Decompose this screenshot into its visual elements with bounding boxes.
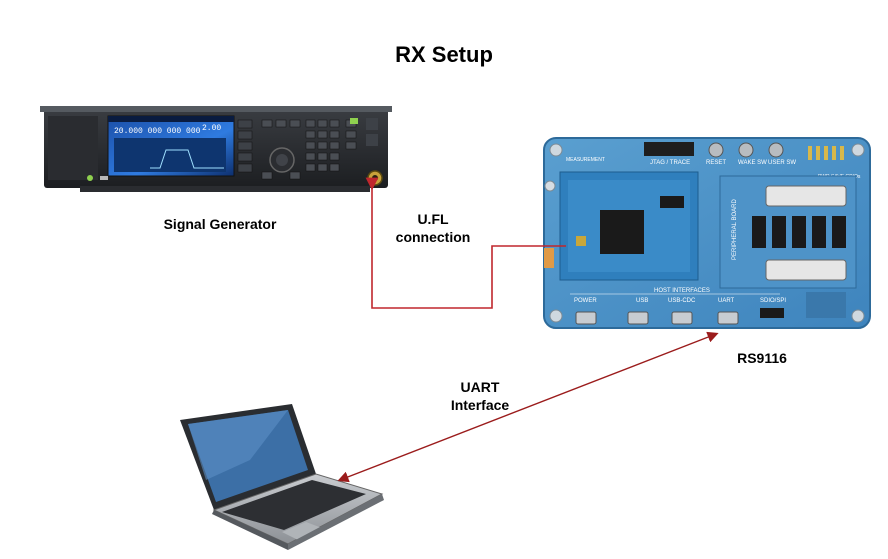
- board-reset-label: RESET: [706, 160, 726, 166]
- board-measurement-label: MEASUREMENT: [566, 157, 605, 163]
- ufl-connection-line: [365, 177, 566, 309]
- uart-connection-line: [337, 331, 719, 483]
- rs9116-label: RS9116: [737, 350, 787, 366]
- signal-generator-label: Signal Generator: [163, 216, 277, 232]
- signal-generator-image: 20.000 000 000 000 2.00: [40, 106, 392, 192]
- rs9116-board-image: MEASUREMENT JTAG / TRACE RESET WAKE SW U…: [543, 137, 871, 329]
- instrument-level: 2.00: [202, 124, 221, 133]
- board-peripheral-label: PERIPHERAL BOARD: [732, 199, 738, 260]
- board-power-label: POWER: [574, 298, 597, 304]
- board-usb-cdc-label: USB-CDC: [668, 298, 696, 304]
- ufl-label-line2: connection: [395, 229, 471, 245]
- board-host-interfaces-label: HOST INTERFACES: [654, 288, 710, 294]
- uart-interface-label: UART Interface: [420, 378, 540, 414]
- board-user-label: USER SW: [768, 160, 796, 166]
- board-usb-label: USB: [636, 298, 648, 304]
- ufl-connection-label: U.FL connection: [378, 210, 488, 246]
- board-wake-label: WAKE SW: [738, 160, 767, 166]
- instrument-frequency: 20.000 000 000 000: [114, 127, 201, 136]
- uart-label-line1: UART: [460, 379, 500, 395]
- board-sdio-label: SDIO/SPI: [760, 298, 786, 304]
- board-jtag-label: JTAG / TRACE: [650, 160, 690, 166]
- ufl-label-line1: U.FL: [417, 211, 449, 227]
- diagram-title: RX Setup: [395, 42, 493, 67]
- laptop-image: [180, 404, 384, 550]
- uart-label-line2: Interface: [450, 397, 510, 413]
- board-uart-label: UART: [718, 298, 735, 304]
